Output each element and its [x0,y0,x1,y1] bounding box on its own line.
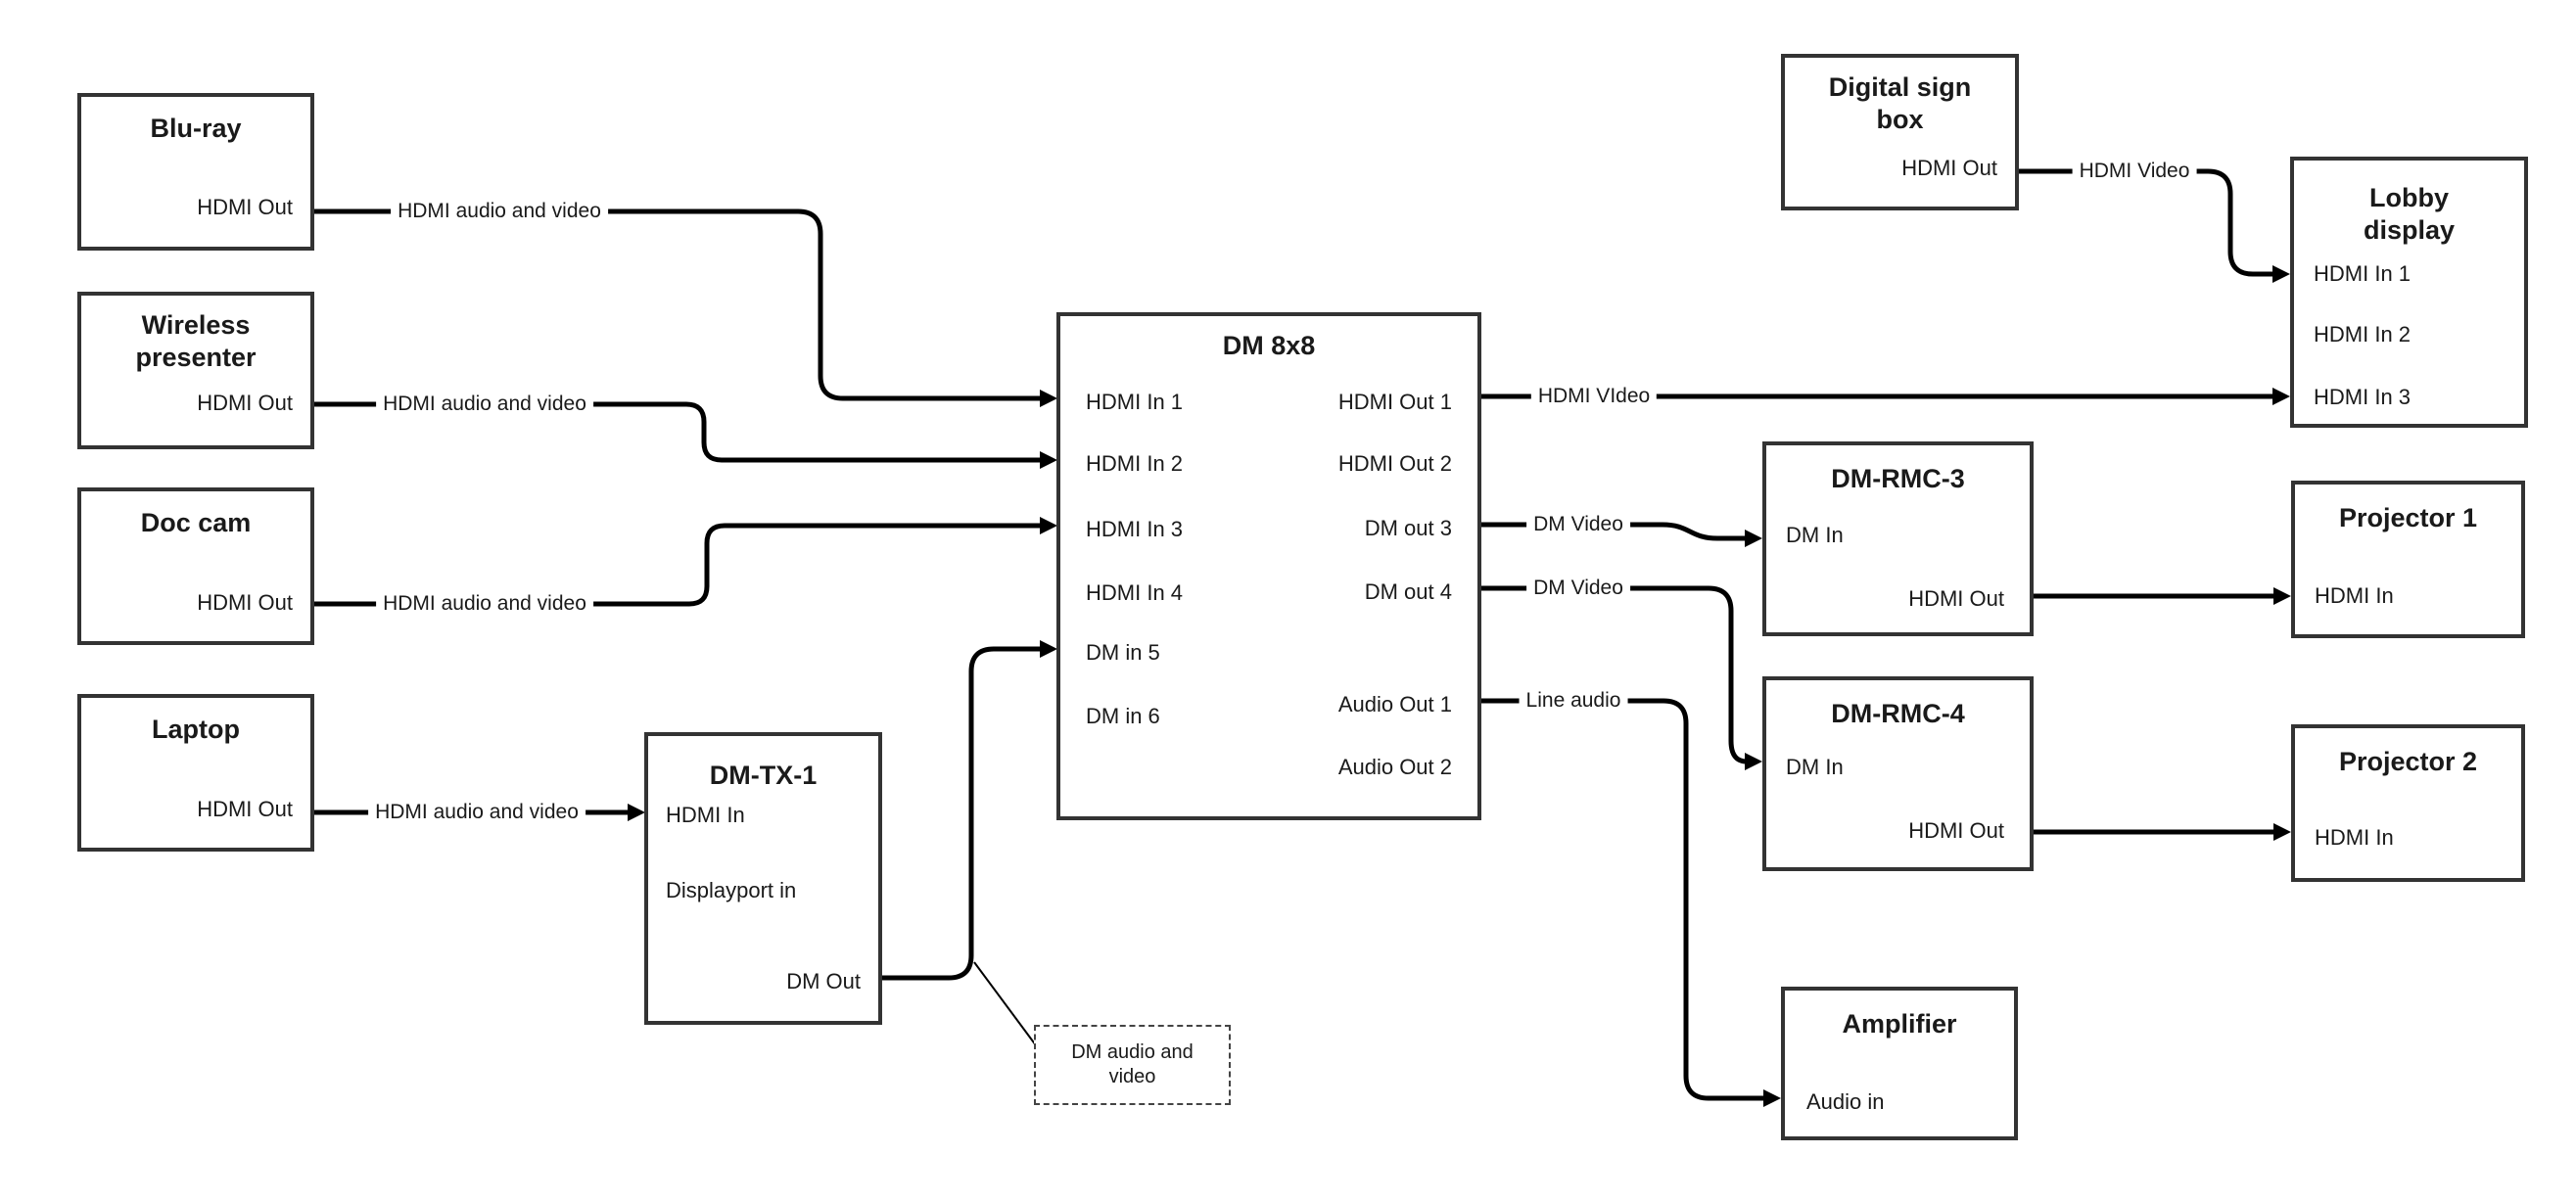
annotation-leader-line [973,961,1037,1046]
node-bluray: Blu-ray HDMI Out [77,93,314,251]
arrowhead-lobby-in3 [2272,388,2290,405]
port-proj1-hdmi-in: HDMI In [2315,583,2394,608]
node-amplifier-title: Amplifier [1842,1009,1957,1039]
wire-label-dm-video-out3: DM Video [1526,511,1630,538]
port-dm8x8-dm-out-4: DM out 4 [1364,579,1452,604]
port-dmtx1-displayport-in: Displayport in [666,878,797,902]
port-sign-hdmi-out: HDMI Out [1901,156,1997,180]
node-doc-cam: Doc cam HDMI Out [77,487,314,645]
arrowhead-proj2-hdmi-in [2273,823,2291,841]
wire-label-doccam-hdmi-av: HDMI audio and video [376,590,593,618]
port-dm8x8-hdmi-in-1: HDMI In 1 [1086,390,1184,414]
wire-dmout3-to-dmrmc3 [1480,522,1745,541]
port-dmrmc4-hdmi-out: HDMI Out [1908,818,2004,843]
node-lobby-display-title: Lobby display [2363,183,2456,245]
node-laptop-title: Laptop [152,715,240,744]
node-wireless-presenter-title: Wireless presenter [135,310,257,372]
node-amplifier: Amplifier Audio in [1781,987,2018,1140]
node-dm-tx-1-title: DM-TX-1 [709,761,818,790]
port-dmtx1-hdmi-in: HDMI In [666,803,745,827]
annotation-text: DM audio and video [1071,1041,1194,1087]
port-dmrmc3-hdmi-out: HDMI Out [1908,586,2004,611]
wire-label-line-audio: Line audio [1519,687,1628,715]
arrowhead-dm8x8-in1 [1040,390,1057,407]
port-dm8x8-hdmi-in-3: HDMI In 3 [1086,517,1184,541]
arrowhead-dm8x8-in3 [1040,517,1057,534]
wire-dmtx1-to-dm8x8 [881,646,1040,981]
port-dm8x8-hdmi-in-2: HDMI In 2 [1086,451,1184,476]
port-amplifier-audio-in: Audio in [1806,1089,1885,1114]
node-dm-rmc-3-title: DM-RMC-3 [1831,464,1965,493]
port-proj2-hdmi-in: HDMI In [2315,825,2394,850]
port-wireless-hdmi-out: HDMI Out [197,391,293,415]
node-dm-tx-1: DM-TX-1 HDMI In Displayport in DM Out [644,732,882,1025]
wire-label-sign-hdmi-video: HDMI Video [2072,158,2197,185]
arrowhead-dmrmc3-dm-in [1745,530,1762,547]
arrowhead-dmtx1-hdmi-in [628,804,645,821]
wire-label-laptop-hdmi-av: HDMI audio and video [368,799,585,826]
wire-dmout4-to-dmrmc4 [1480,585,1748,764]
port-dm8x8-dm-out-3: DM out 3 [1364,516,1452,540]
node-dm-8x8-title: DM 8x8 [1222,331,1316,360]
node-bluray-title: Blu-ray [150,114,242,143]
port-dmtx1-dm-out: DM Out [786,969,861,993]
port-bluray-hdmi-out: HDMI Out [197,195,293,219]
port-dm8x8-hdmi-out-1: HDMI Out 1 [1337,390,1452,414]
wire-label-wireless-hdmi-av: HDMI audio and video [376,391,593,418]
wire-wireless-to-dm8x8 [314,401,1040,463]
port-lobby-hdmi-in-3: HDMI In 3 [2314,385,2412,409]
arrowhead-dm8x8-in5 [1040,640,1057,658]
node-digital-sign-box-title: Digital sign box [1828,72,1972,134]
port-dm8x8-hdmi-in-4: HDMI In 4 [1086,580,1184,605]
port-dm8x8-audio-out-2: Audio Out 2 [1337,755,1452,779]
node-wireless-presenter: Wireless presenter HDMI Out [77,292,314,449]
wire-sign-to-lobby [2019,168,2272,277]
node-doc-cam-title: Doc cam [140,508,252,537]
port-lobby-hdmi-in-2: HDMI In 2 [2314,322,2412,346]
node-digital-sign-box: Digital sign box HDMI Out [1781,54,2019,210]
port-dmrmc4-dm-in: DM In [1786,755,1844,779]
node-projector-2: Projector 2 HDMI In [2291,724,2525,882]
port-doccam-hdmi-out: HDMI Out [197,590,293,615]
port-dm8x8-dm-in-5: DM in 5 [1086,640,1160,665]
arrowhead-lobby-in1 [2272,265,2290,283]
arrowhead-dmrmc4-dm-in [1745,753,1762,770]
port-dm8x8-dm-in-6: DM in 6 [1086,704,1160,728]
node-dm-rmc-4-title: DM-RMC-4 [1831,699,1965,728]
arrowhead-proj1-hdmi-in [2273,587,2291,605]
node-dm-8x8: DM 8x8 HDMI In 1 HDMI In 2 HDMI In 3 HDM… [1056,312,1481,820]
node-lobby-display: Lobby display HDMI In 1 HDMI In 2 HDMI I… [2290,157,2528,428]
port-lobby-hdmi-in-1: HDMI In 1 [2314,261,2412,286]
node-projector-1: Projector 1 HDMI In [2291,481,2525,638]
node-projector-2-title: Projector 2 [2338,747,2478,776]
node-laptop: Laptop HDMI Out [77,694,314,852]
wire-label-dm-video-out4: DM Video [1526,575,1630,602]
port-laptop-hdmi-out: HDMI Out [197,797,293,821]
node-dm-rmc-3: DM-RMC-3 DM In HDMI Out [1762,441,2034,636]
port-dmrmc3-dm-in: DM In [1786,523,1844,547]
node-dm-rmc-4: DM-RMC-4 DM In HDMI Out [1762,676,2034,871]
port-dm8x8-audio-out-1: Audio Out 1 [1337,692,1452,716]
arrowhead-amplifier-audio-in [1763,1089,1781,1107]
annotation-dm-audio-and-video: DM audio and video [1034,1025,1231,1105]
wire-label-bluray-hdmi-av: HDMI audio and video [391,198,608,225]
wire-doccam-to-dm8x8 [314,523,1040,607]
node-projector-1-title: Projector 1 [2338,503,2478,532]
wire-bluray-to-dm8x8 [314,208,1040,401]
port-dm8x8-hdmi-out-2: HDMI Out 2 [1337,451,1452,476]
arrowhead-dm8x8-in2 [1040,451,1057,469]
wire-audioout1-to-amplifier [1480,698,1763,1101]
wire-label-hdmi-video-out1: HDMI VIdeo [1530,383,1658,410]
